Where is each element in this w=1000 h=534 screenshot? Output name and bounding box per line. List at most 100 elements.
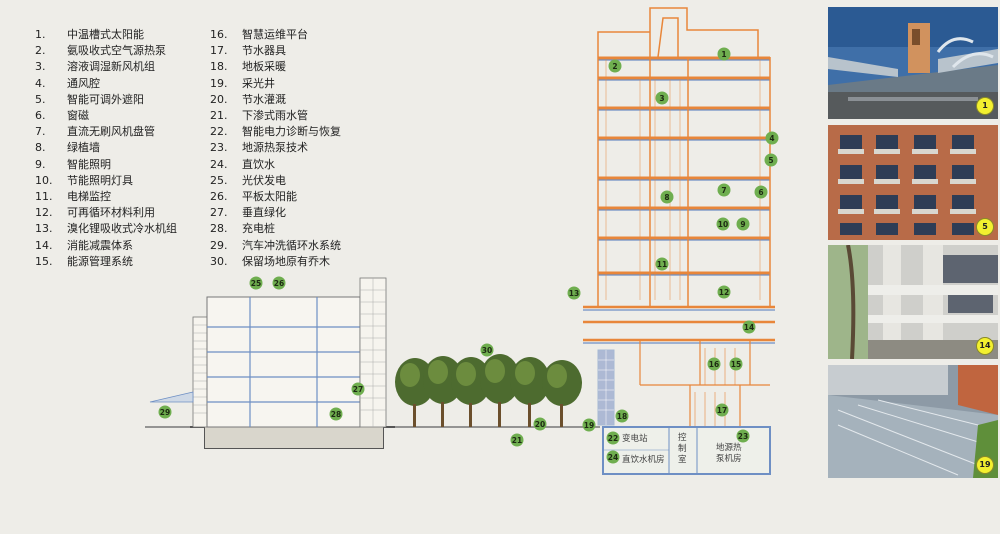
room-water-label: 直饮水机房 xyxy=(622,454,665,465)
legend-text: 下渗式雨水管 xyxy=(242,109,308,123)
marker-12: 12 xyxy=(717,285,731,299)
svg-text:20: 20 xyxy=(535,420,545,429)
svg-text:22: 22 xyxy=(608,434,618,443)
legend-item: 9.智能照明 xyxy=(35,157,177,173)
marker-8: 8 xyxy=(660,190,674,204)
legend-item: 14.消能减震体系 xyxy=(35,238,177,254)
legend-text: 地板采暖 xyxy=(242,60,286,74)
legend-number: 29. xyxy=(210,238,228,252)
svg-text:14: 14 xyxy=(744,323,754,332)
marker-22: 22 xyxy=(606,431,620,445)
svg-text:5: 5 xyxy=(768,156,773,165)
marker-27: 27 xyxy=(351,382,365,396)
legend-number: 16. xyxy=(210,28,228,41)
legend-text: 汽车冲洗循环水系统 xyxy=(242,238,341,252)
legend-item: 27.垂直绿化 xyxy=(210,205,341,221)
legend-item: 24. 直饮水 xyxy=(210,157,341,173)
legend-item: 13.溴化锂吸收式冷水机组 xyxy=(35,221,177,237)
legend-text: 电梯监控 xyxy=(67,190,111,204)
marker-30: 30 xyxy=(480,343,494,357)
marker-3: 3 xyxy=(655,91,669,105)
photo-seismic-structure: 14 xyxy=(828,245,998,359)
legend-number: 24. xyxy=(210,157,228,171)
legend-number: 15. xyxy=(35,254,53,268)
legend-text: 平板太阳能 xyxy=(242,190,297,204)
legend-item: 5.智能可调外遮阳 xyxy=(35,92,177,108)
room-substation-label: 变电站 xyxy=(622,433,648,444)
legend-text: 中温槽式太阳能 xyxy=(67,28,144,41)
svg-text:17: 17 xyxy=(717,406,727,415)
photo-badge: 1 xyxy=(976,97,994,115)
marker-9: 9 xyxy=(736,217,750,231)
svg-text:9: 9 xyxy=(740,220,745,229)
svg-text:25: 25 xyxy=(251,279,261,288)
legend-text: 可再循环材料利用 xyxy=(67,206,155,220)
legend-item: 28. 充电桩 xyxy=(210,221,341,237)
marker-15: 15 xyxy=(729,357,743,371)
marker-10: 10 xyxy=(716,217,730,231)
legend-number: 2. xyxy=(35,44,46,58)
building-section-diagram: 变电站 直饮水机房 控制室 地源热泵机房 1234567810911121314… xyxy=(145,7,779,475)
legend-item: 16. 智慧运维平台 xyxy=(210,27,341,43)
legend-item: 30.保留场地原有乔木 xyxy=(210,254,341,270)
legend-item: 23. 地源热泵技术 xyxy=(210,140,341,156)
legend-text: 直饮水 xyxy=(242,157,275,171)
legend-number: 1. xyxy=(35,28,46,41)
legend-number: 9. xyxy=(35,157,46,171)
legend-number: 6. xyxy=(35,109,46,123)
legend-text: 充电桩 xyxy=(242,222,275,236)
legend-text: 地源热泵技术 xyxy=(242,141,308,155)
legend-number: 28. xyxy=(210,222,228,236)
legend-item: 29. 汽车冲洗循环水系统 xyxy=(210,238,341,254)
marker-13: 13 xyxy=(567,286,581,300)
svg-text:26: 26 xyxy=(274,279,284,288)
legend-item: 17.节水器具 xyxy=(210,43,341,59)
marker-2: 2 xyxy=(608,59,622,73)
legend-text: 溶液调湿新风机组 xyxy=(67,60,155,74)
marker-6: 6 xyxy=(754,185,768,199)
legend-item: 7.直流无刷风机盘管 xyxy=(35,124,177,140)
svg-text:6: 6 xyxy=(758,188,763,197)
photo-solar-collectors: 1 xyxy=(828,7,998,119)
svg-text:1: 1 xyxy=(721,50,726,59)
marker-4: 4 xyxy=(765,131,779,145)
legend-number: 18. xyxy=(210,60,228,74)
legend-text: 保留场地原有乔木 xyxy=(242,254,330,268)
marker-7: 7 xyxy=(717,183,731,197)
legend-number: 10. xyxy=(35,173,53,187)
marker-14: 14 xyxy=(742,320,756,334)
legend-item: 6. 窗磁 xyxy=(35,108,177,124)
legend-text: 溴化锂吸收式冷水机组 xyxy=(67,222,177,236)
legend-item: 11. 电梯监控 xyxy=(35,189,177,205)
legend-text: 窗磁 xyxy=(67,109,89,123)
photo-badge: 14 xyxy=(976,337,994,355)
svg-text:30: 30 xyxy=(482,346,492,355)
legend-number: 23. xyxy=(210,141,228,155)
legend-item: 20.节水灌溉 xyxy=(210,92,341,108)
legend-item: 18. 地板采暖 xyxy=(210,59,341,75)
svg-text:23: 23 xyxy=(738,432,748,441)
legend-number: 11. xyxy=(35,190,53,204)
legend-text: 采光井 xyxy=(242,76,275,90)
room-geo-pump-label: 地源热泵机房 xyxy=(716,442,742,464)
marker-28: 28 xyxy=(329,407,343,421)
legend-text: 智能电力诊断与恢复 xyxy=(242,125,341,139)
svg-text:11: 11 xyxy=(657,260,667,269)
legend-text: 智慧运维平台 xyxy=(242,28,308,41)
marker-23: 23 xyxy=(736,429,750,443)
legend-text: 能源管理系统 xyxy=(67,254,133,268)
legend-item: 3.溶液调湿新风机组 xyxy=(35,59,177,75)
legend-item: 1. 中温槽式太阳能 xyxy=(35,27,177,43)
svg-text:18: 18 xyxy=(617,412,627,421)
legend-text: 智能可调外遮阳 xyxy=(67,92,144,106)
legend-number: 25. xyxy=(210,173,228,187)
svg-text:12: 12 xyxy=(719,288,729,297)
room-control-label: 控制室 xyxy=(678,432,687,465)
legend-number: 7. xyxy=(35,125,46,139)
marker-5: 5 xyxy=(764,153,778,167)
svg-text:8: 8 xyxy=(664,193,669,202)
legend-number: 22. xyxy=(210,125,228,139)
marker-18: 18 xyxy=(615,409,629,423)
